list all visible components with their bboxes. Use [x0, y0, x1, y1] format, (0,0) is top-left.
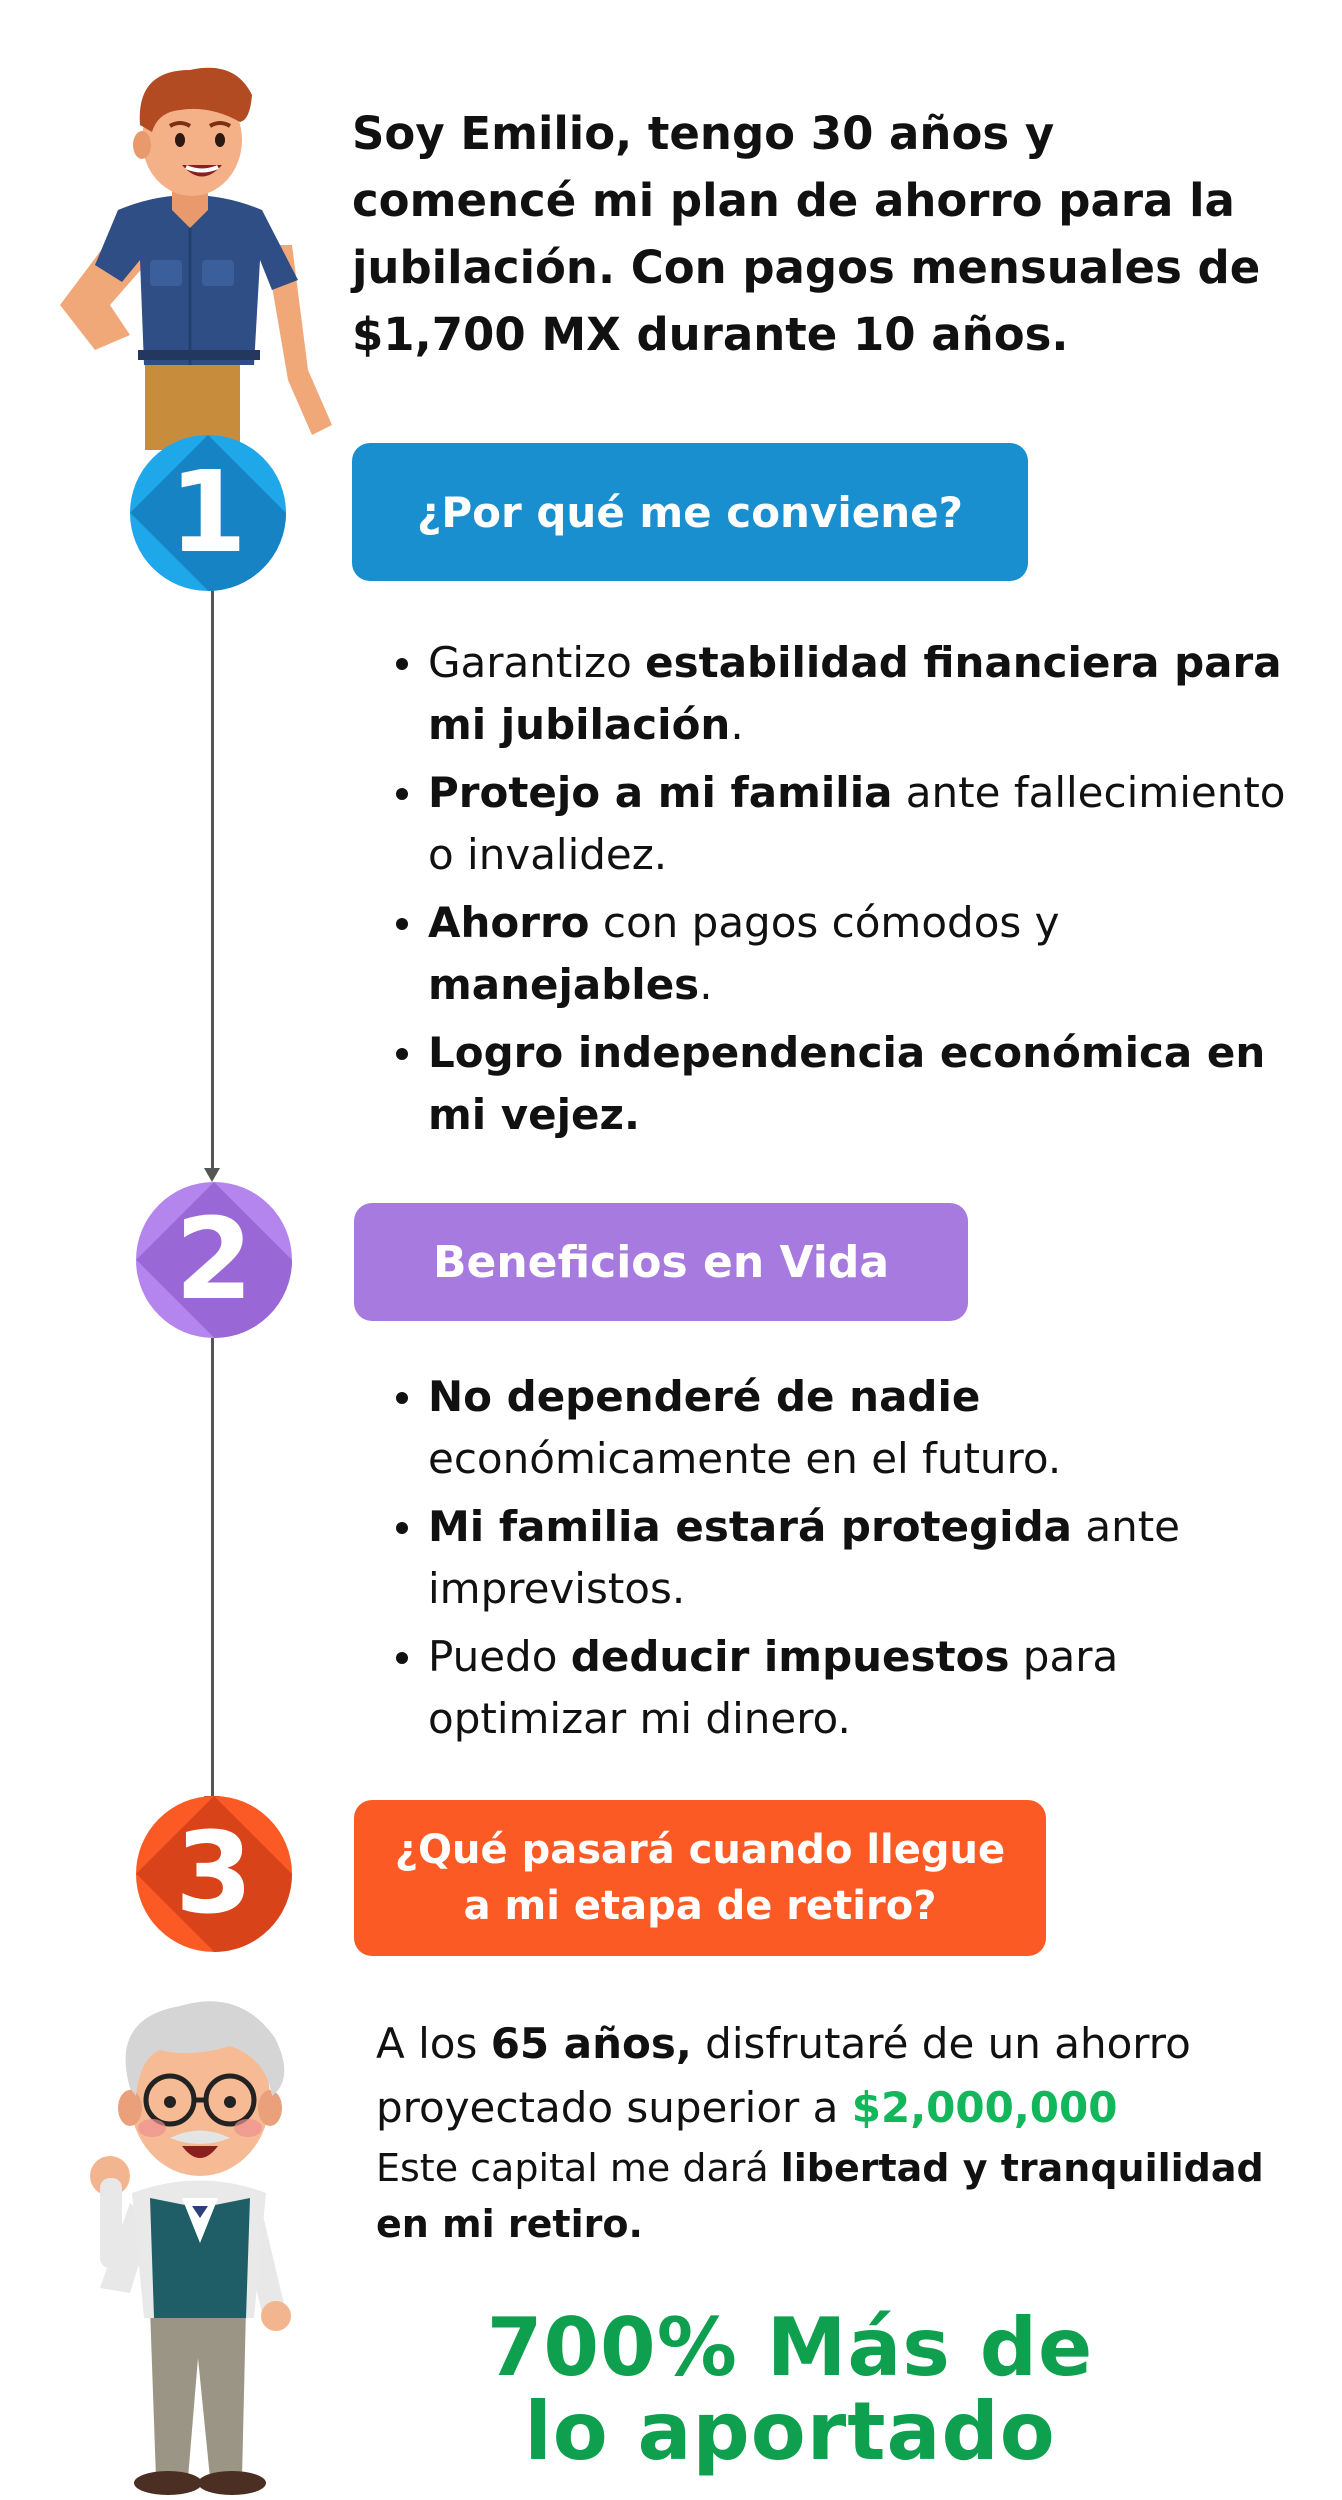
step-1-bullet-item: Ahorro con pagos cómodos y manejables. [392, 892, 1312, 1016]
intro-text: Soy Emilio, tengo 30 años y comencé mi p… [352, 107, 1261, 361]
bullet-text: con pagos cómodos y [589, 898, 1060, 947]
step-1-bullet-item: Garantizo estabilidad financiera para mi… [392, 632, 1312, 756]
step-2-bullet-item: No dependeré de nadie económicamente en … [392, 1366, 1312, 1490]
bullet-text: Garantizo [428, 638, 646, 687]
step-1-title-box: ¿Por qué me conviene? [352, 443, 1028, 581]
step-2-number-circle: 2 [136, 1182, 292, 1338]
retiro-line1-a: A los [376, 2019, 491, 2068]
bullet-bold-text: Protejo a mi familia [428, 768, 893, 817]
highlight-line-1: 700% Más de [486, 2301, 1094, 2394]
bullet-bold-text: Logro independencia económica en mi veje… [428, 1028, 1266, 1139]
young-man-illustration [60, 67, 332, 450]
step-1-bullet-item: Logro independencia económica en mi veje… [392, 1022, 1312, 1146]
step-2-bullet-item: Puedo deducir impuestos para optimizar m… [392, 1626, 1312, 1750]
bullet-text: Puedo [428, 1632, 571, 1681]
bullet-text: . [699, 960, 713, 1009]
step-2-bullet-item: Mi familia estará protegida ante imprevi… [392, 1496, 1312, 1620]
retiro-line2-b: libertad y tranquilidad en mi retiro. [376, 2146, 1264, 2246]
bullet-text: para optimizar mi dinero. [428, 1632, 1119, 1743]
step-3-title-box: ¿Qué pasará cuando llegue a mi etapa de … [354, 1800, 1046, 1956]
retirement-description: A los 65 años, disfrutaré de un ahorro p… [376, 2012, 1306, 2252]
bullet-text: económicamente en el futuro. [428, 1434, 1062, 1483]
step-1-bullet-item: Protejo a mi familia ante fallecimiento … [392, 762, 1312, 886]
step-2-title-box: Beneficios en Vida [354, 1203, 968, 1321]
old-man-illustration [90, 2001, 291, 2495]
bullet-bold-text: Ahorro [428, 898, 590, 947]
timeline-arrow-1 [204, 1168, 220, 1182]
step-2-number: 2 [175, 1195, 253, 1325]
bullet-text: . [730, 700, 744, 749]
step-1-title: ¿Por qué me conviene? [417, 487, 963, 537]
bullet-bold-text: estabilidad financiera para mi jubilació… [428, 638, 1282, 749]
timeline-connector-1 [211, 590, 214, 1168]
retiro-age: 65 años, [490, 2019, 692, 2068]
bullet-text: ante imprevistos. [428, 1502, 1181, 1613]
step-3-number: 3 [175, 1809, 253, 1939]
step-3-title: ¿Qué pasará cuando llegue a mi etapa de … [394, 1827, 1006, 1929]
retiro-line2-a: Este capital me dará [376, 2146, 781, 2190]
bullet-bold-text: Mi familia estará protegida [428, 1502, 1072, 1551]
step-1-number-circle: 1 [130, 435, 286, 591]
bullet-bold-text: manejables [428, 960, 700, 1009]
step-2-title: Beneficios en Vida [432, 1236, 890, 1288]
retiro-line1-c: disfrutaré de un ahorro proyectado super… [376, 2019, 1191, 2132]
step-3-number-circle: 3 [136, 1796, 292, 1952]
highlight-line-2: lo aportado [524, 2385, 1056, 2478]
step-1-bullet-list: Garantizo estabilidad financiera para mi… [392, 632, 1312, 1152]
bullet-bold-text: deducir impuestos [570, 1632, 1010, 1681]
bullet-text: ante fallecimiento o invalidez. [428, 768, 1286, 879]
bullet-bold-text: No dependeré de nadie [428, 1372, 981, 1421]
retiro-amount: $2,000,000 [851, 2083, 1118, 2132]
step-2-bullet-list: No dependeré de nadie económicamente en … [392, 1366, 1312, 1756]
step-1-number: 1 [169, 448, 247, 578]
highlight-headline: 700% Más de lo aportado [440, 2306, 1140, 2474]
timeline-connector-2 [211, 1338, 214, 1796]
